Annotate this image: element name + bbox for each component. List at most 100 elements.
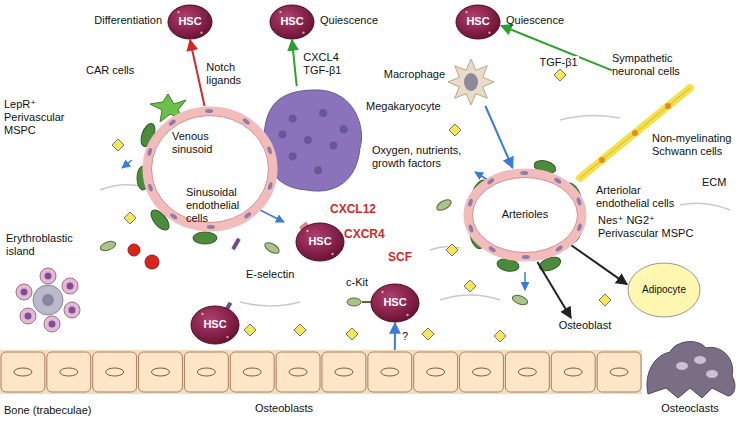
- callout-label: ECM: [702, 176, 726, 189]
- erythroblastic-island: [16, 268, 80, 332]
- node-text: HSC: [455, 15, 501, 28]
- hsc-cell: HSCQuiescence: [269, 4, 315, 40]
- ecm-fibers: [240, 302, 300, 306]
- cxcl12-diamonds: [446, 244, 458, 256]
- node-text: Osteoblast: [550, 319, 620, 332]
- adipocyte-cell: Adipocyte: [627, 262, 701, 318]
- erythroblastic-island: [20, 308, 36, 324]
- hsc-cell: HSC: [370, 283, 420, 323]
- signal-arrow: [501, 26, 612, 71]
- callout-label: SCF: [388, 250, 412, 264]
- sympathetic-nerve: [599, 157, 605, 163]
- red-blood-cells: [128, 244, 159, 269]
- hsc-cell: HSCQuiescence: [455, 4, 501, 40]
- callout-label: Nes⁺ NG2⁺ Perivascular MSPC: [598, 214, 698, 240]
- sympathetic-nerve: [632, 130, 638, 136]
- cxcl12-diamonds: [464, 280, 476, 292]
- callout-label: CXCL12: [330, 202, 376, 216]
- node-text: Sympathetic neuronal cells: [612, 52, 708, 78]
- cxcl12-diamonds: [554, 69, 566, 81]
- venous-sinusoid-outline: [142, 106, 278, 232]
- edge-label: CXCL4 TGF-β1: [302, 51, 348, 77]
- scf-capsules: [435, 198, 453, 213]
- signal-arrow: [485, 106, 512, 168]
- erythroblastic-island: [21, 273, 76, 328]
- erythroblastic-island: [21, 289, 28, 296]
- scf-capsules: [99, 240, 117, 253]
- arteriole: Arterioles: [463, 168, 587, 262]
- callout-label: c-Kit: [346, 276, 368, 289]
- erythroblastic-island: [40, 268, 56, 284]
- erythroblastic-island: [33, 285, 63, 315]
- cxcl12-diamonds: [244, 324, 256, 336]
- hsc-cell: DifferentiationHSC: [167, 4, 213, 40]
- callout-label: Non-myelinating Schwann cells: [652, 132, 740, 158]
- scf-capsules: [347, 298, 361, 306]
- receptors: [231, 238, 240, 250]
- hsc-cell: HSC: [190, 305, 240, 345]
- cxcl12-diamonds: [494, 330, 506, 342]
- node-text: HSC: [269, 15, 315, 28]
- node-text: Bone (trabeculae): [4, 404, 91, 417]
- hsc-cell: HSC: [295, 222, 345, 262]
- node-text: Macrophage: [384, 68, 445, 81]
- node-text: Venous sinusoid: [172, 130, 232, 156]
- callout-label: Oxygen, nutrients, growth factors: [372, 144, 470, 170]
- callout-label: Erythroblastic island: [6, 232, 86, 258]
- erythroblastic-island: [67, 283, 74, 290]
- node-text: HSC: [167, 15, 213, 28]
- erythroblastic-island: [42, 294, 54, 306]
- cxcl12-diamonds: [599, 294, 611, 306]
- sympathetic-nerve: [665, 103, 671, 109]
- nerve-label-box: Sympathetic neuronal cells: [612, 50, 708, 84]
- signal-arrow: [190, 40, 205, 106]
- cxcl12-diamonds: [449, 124, 461, 136]
- cxcl12-diamonds: [422, 328, 434, 340]
- node-text: HSC: [190, 318, 240, 331]
- callout-label: E-selectin: [246, 268, 294, 281]
- ecm-fibers: [440, 295, 500, 300]
- cxcl12-diamonds: [346, 328, 358, 340]
- ecm-fibers: [100, 185, 140, 190]
- blue-arrows: [475, 172, 488, 180]
- callout-label: Osteoblasts: [255, 402, 313, 415]
- signal-arrow: [568, 243, 627, 284]
- node-text: HSC: [295, 235, 345, 248]
- node-text: Quiescence: [320, 14, 378, 27]
- megakaryocyte-cell: Megakaryocyte: [262, 86, 364, 194]
- scf-capsules: [511, 294, 529, 307]
- blue-arrows: [260, 210, 284, 222]
- edge-label: TGF-β1: [539, 56, 579, 69]
- callout-label: CXCR4: [344, 227, 385, 241]
- node-text: Adipocyte: [627, 284, 701, 296]
- blue-arrows: [524, 272, 526, 290]
- cxcl12-diamonds: [112, 139, 124, 151]
- cxcl12-diamonds: [294, 324, 306, 336]
- signal-arrow: [292, 40, 297, 86]
- macrophage-cell-outline: [447, 58, 495, 106]
- red-blood-cells: [145, 255, 159, 269]
- bone-band: Bone (trabeculae): [0, 350, 642, 418]
- node-text: Differentiation: [94, 14, 162, 27]
- node-text: Osteoclasts: [642, 402, 738, 415]
- erythroblastic-island: [45, 273, 52, 280]
- bone-band-outline: [0, 350, 642, 418]
- osteoblast-label-box: Osteoblast: [550, 318, 620, 334]
- mspc-cells: [193, 232, 217, 244]
- edge-label: ?: [401, 330, 409, 343]
- callout-label: Sinusoidal endothelial cells: [186, 186, 258, 226]
- cxcl12-diamonds: [124, 212, 136, 224]
- erythroblastic-island: [69, 307, 76, 314]
- node-text: Megakaryocyte: [366, 100, 441, 113]
- signal-arrow: [394, 323, 396, 350]
- callout-label: LepR⁺ Perivascular MSPC: [4, 98, 70, 138]
- red-blood-cells: [128, 244, 140, 256]
- erythroblastic-island: [25, 313, 32, 320]
- blue-arrows: [122, 160, 132, 168]
- osteoclast-cell: Osteoclasts: [642, 336, 738, 416]
- callout-label: Arteriolar endothelial cells: [596, 184, 688, 210]
- macrophage-cell: Macrophage: [447, 58, 495, 106]
- cxcl12-diamonds: [112, 69, 611, 342]
- ecm-fibers: [560, 115, 620, 120]
- signal-arrow: [537, 262, 571, 318]
